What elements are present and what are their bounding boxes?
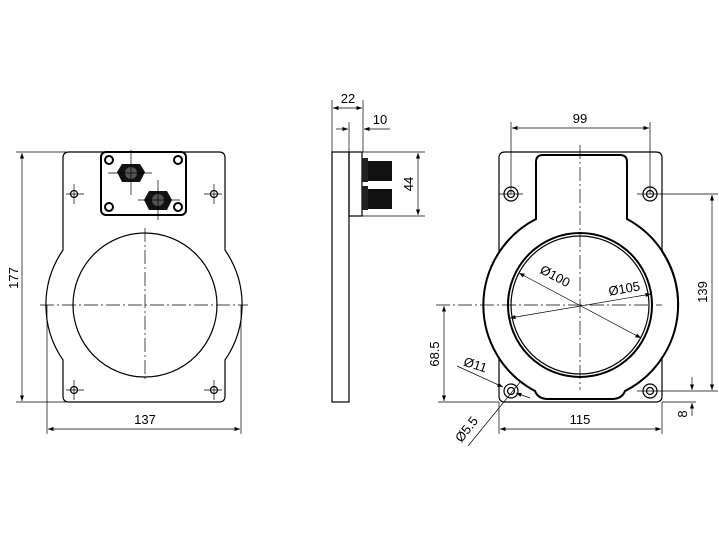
dim-label: 137 [134,412,156,427]
connector-plate [100,151,187,216]
side-plate [331,151,350,403]
dimension-height: 177 [6,151,66,403]
dimension-width: 137 [46,305,242,434]
dim-label: 99 [573,111,587,126]
rear-ring-contour [482,154,680,400]
screw-icons [104,155,183,212]
dim-label: 177 [6,267,21,289]
leader-counterbore [456,365,504,388]
dim-label: Ø11 [462,354,489,376]
dim-label: 139 [695,281,710,303]
leader-ring-diameter [509,292,652,320]
dim-label: Ø105 [607,278,641,298]
side-view: 22 10 44 [331,91,425,403]
dim-label: 10 [373,112,387,127]
dim-label: 115 [570,412,591,427]
leader-hole [467,380,522,447]
front-plate-outline [45,151,243,403]
dim-label: 8 [675,410,690,417]
connector-icon-2 [138,180,180,220]
rear-plate-outline [482,151,679,403]
dim-label: 44 [401,177,416,191]
rear-view: 99 139 68.5 115 8 Ø100 Ø105 Ø11 Ø5.5 [427,111,718,447]
mounting-holes [69,189,219,395]
side-connector-icons [362,158,392,210]
front-view: 177 137 [6,150,248,434]
dim-label: 68.5 [427,341,442,366]
dim-label: Ø5.5 [452,414,481,445]
dim-label: 22 [341,91,355,106]
side-housing [348,151,363,217]
connector-icon-1 [108,150,152,195]
